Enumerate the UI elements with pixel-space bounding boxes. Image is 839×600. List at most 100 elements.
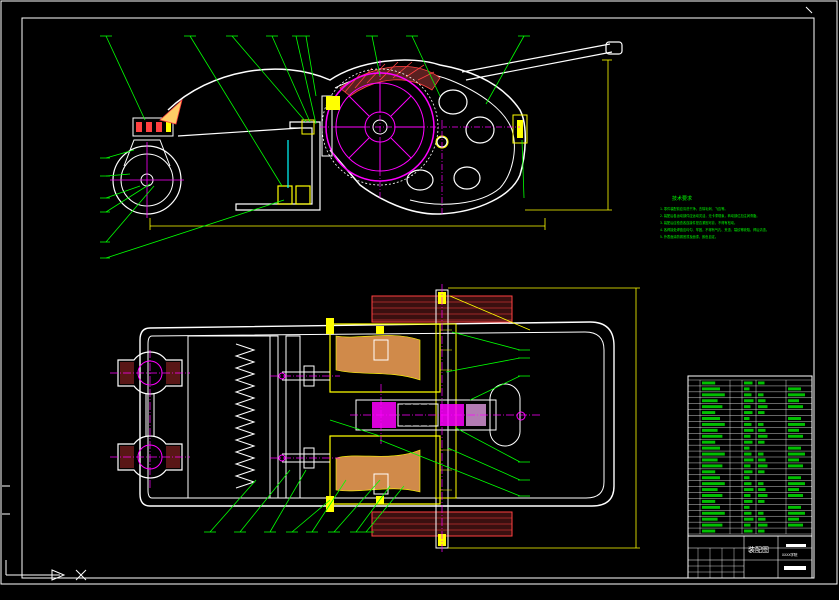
tech-note-line: 5.外表面涂防锈底漆及面漆，颜色自定。 <box>660 234 718 239</box>
parts-list-cell-text <box>758 494 768 497</box>
parts-list-cell-text <box>744 411 753 415</box>
parts-list-cell-text <box>702 529 716 533</box>
parts-list-cell-text <box>744 511 752 515</box>
parts-list-cell-text <box>744 393 752 397</box>
parts-list-cell-text <box>788 399 799 403</box>
parts-list-cell-text <box>702 499 716 503</box>
parts-list-cell-text <box>758 422 764 426</box>
parts-list-cell-text <box>758 440 765 444</box>
parts-list-cell-text <box>758 381 765 385</box>
parts-list-cell-text <box>744 458 754 462</box>
parts-list-cell-text <box>702 411 716 415</box>
tech-note-line: 1.零件装配前应清洗干净，去除毛刺、飞边等。 <box>660 206 728 211</box>
parts-list-cell-text <box>758 529 765 533</box>
parts-list-cell-text <box>744 494 751 497</box>
parts-list-cell-text <box>744 505 750 509</box>
front-view[interactable] <box>100 35 623 259</box>
parts-list-cell-text <box>788 505 801 509</box>
parts-list-cell-text <box>788 393 805 397</box>
front-leader-ticks <box>100 35 530 259</box>
parts-list-cell-text <box>744 488 754 492</box>
parts-list-cell-text <box>744 470 753 474</box>
parts-list-cell-text <box>702 505 720 509</box>
parts-list-rows <box>687 379 813 535</box>
parts-list-cell-text <box>758 511 764 515</box>
parts-list-cell-text <box>758 470 765 474</box>
parts-list-cell-text <box>744 499 753 503</box>
parts-list-cell-text <box>788 434 803 438</box>
parts-list-cell-text <box>744 529 753 533</box>
parts-list-cell-text <box>702 458 718 462</box>
command-line-strip <box>0 588 839 596</box>
parts-list-cell-text <box>702 470 716 474</box>
gear-housing-lower <box>329 435 441 505</box>
top-frame-outline <box>139 321 615 507</box>
compression-spring <box>187 335 279 499</box>
school-name: XXXX学院 <box>782 552 798 557</box>
parts-list-cell-text <box>788 458 799 462</box>
parts-list-cell-text <box>758 488 766 492</box>
parts-list-cell-text <box>744 464 751 468</box>
parts-list-cell-text <box>788 452 805 456</box>
parts-list-cell-text <box>702 422 725 426</box>
casing-outline <box>167 59 527 215</box>
parts-list-cell-text <box>744 417 750 420</box>
parts-list-cell-text <box>702 494 723 497</box>
title-block[interactable]: 装配图 XXXX学院 <box>687 535 813 579</box>
parts-list-cell-text <box>758 452 764 456</box>
front-wheel <box>110 139 184 218</box>
parts-list-cell-text <box>744 523 751 527</box>
parts-list-cell-text <box>702 387 720 391</box>
parts-list-cell-text <box>788 511 805 515</box>
handle-lever <box>461 41 623 81</box>
parts-list-cell-text <box>702 446 720 450</box>
cam-lobes <box>406 89 495 191</box>
ucs-axis-icon <box>5 560 87 581</box>
comb-parts <box>132 98 183 137</box>
parts-list-cell-text <box>758 411 765 415</box>
parts-list-cell-text <box>744 482 752 486</box>
parts-list-cell-text <box>788 387 801 391</box>
parts-list-cell-text <box>702 464 723 468</box>
parts-list-cell-text <box>702 405 723 409</box>
parts-list-cell-text <box>758 405 768 409</box>
parts-list-cell-text <box>788 523 803 527</box>
casing-inner-outline <box>334 71 515 205</box>
parts-list-cell-text <box>758 499 765 503</box>
parts-list-cell-text <box>702 488 718 492</box>
parts-list-cell-text <box>702 523 723 527</box>
technical-requirements[interactable]: 技术要求 1.零件装配前应清洗干净，去除毛刺、飞边等。 2.装配后各运动部件应运… <box>660 195 769 239</box>
parts-list-cell-text <box>758 458 766 462</box>
front-center-lines <box>320 60 520 214</box>
parts-list-cell-text <box>744 381 753 385</box>
top-dimensions <box>448 287 640 549</box>
parts-list-cell-text <box>788 422 805 426</box>
front-dimensions <box>149 59 612 230</box>
parts-list-cell-text <box>758 399 766 403</box>
parts-list-cell-text <box>758 464 768 468</box>
parts-list-cell-text <box>788 517 799 521</box>
parts-list-cell-text <box>702 482 725 486</box>
parts-list-cell-text <box>744 387 750 391</box>
parts-list-cell-text <box>758 428 766 432</box>
parts-list-table[interactable] <box>687 375 813 537</box>
parts-list-cell-text <box>758 523 768 527</box>
tech-note-line: 3.装配后应检查各连接件是否紧固可靠，不得有松动。 <box>660 220 737 225</box>
parts-list-cell-text <box>744 440 753 444</box>
parts-list-cell-text <box>744 517 754 521</box>
parts-list-cell-text <box>788 405 803 409</box>
parts-list-cell-text <box>744 434 751 438</box>
drawing-name: 装配图 <box>748 545 769 554</box>
parts-list-cell-text <box>788 476 801 480</box>
parts-list-cell-text <box>788 494 803 497</box>
parts-list-cell-text <box>702 417 720 420</box>
parts-list-cell-text <box>758 517 766 521</box>
parts-list-cell-text <box>758 482 764 486</box>
parts-list-cell-text <box>702 393 725 397</box>
tech-note-line: 4.各焊接处焊缝应均匀、牢固，不得有气孔、夹渣、裂纹等缺陷，焊后清渣。 <box>660 227 769 232</box>
top-view[interactable] <box>110 284 640 552</box>
tech-notes-heading: 技术要求 <box>672 195 692 202</box>
parts-list-cell-text <box>788 464 803 468</box>
parts-list-cell-text <box>744 422 752 426</box>
